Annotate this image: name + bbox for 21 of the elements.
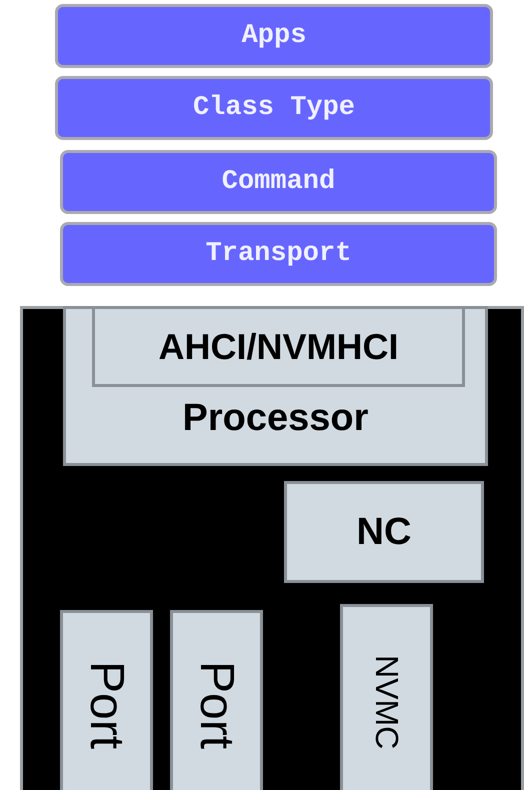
- layer-box: [60, 222, 497, 286]
- block-label: Port: [189, 660, 244, 750]
- block-label: Port: [79, 660, 134, 750]
- layer-box: [55, 76, 493, 140]
- layer-label: Command: [222, 167, 336, 197]
- layer-box: [55, 4, 493, 68]
- port-box: [170, 610, 263, 790]
- controller-box: [284, 481, 484, 583]
- controller-box: [340, 604, 433, 790]
- processor-box: [63, 306, 488, 466]
- block-label: Processor: [182, 397, 370, 440]
- port-box: [60, 610, 153, 790]
- layer-label: Transport: [206, 239, 352, 269]
- block-label: NC: [356, 510, 412, 554]
- layer-box: [60, 150, 497, 214]
- layer-label: Apps: [242, 21, 306, 51]
- interface-box: [92, 306, 465, 387]
- block-label: AHCI/NVMHCI: [158, 326, 398, 368]
- hardware-block: [20, 306, 524, 790]
- layer-label: Class Type: [192, 93, 356, 123]
- block-label: NVMC: [368, 654, 405, 750]
